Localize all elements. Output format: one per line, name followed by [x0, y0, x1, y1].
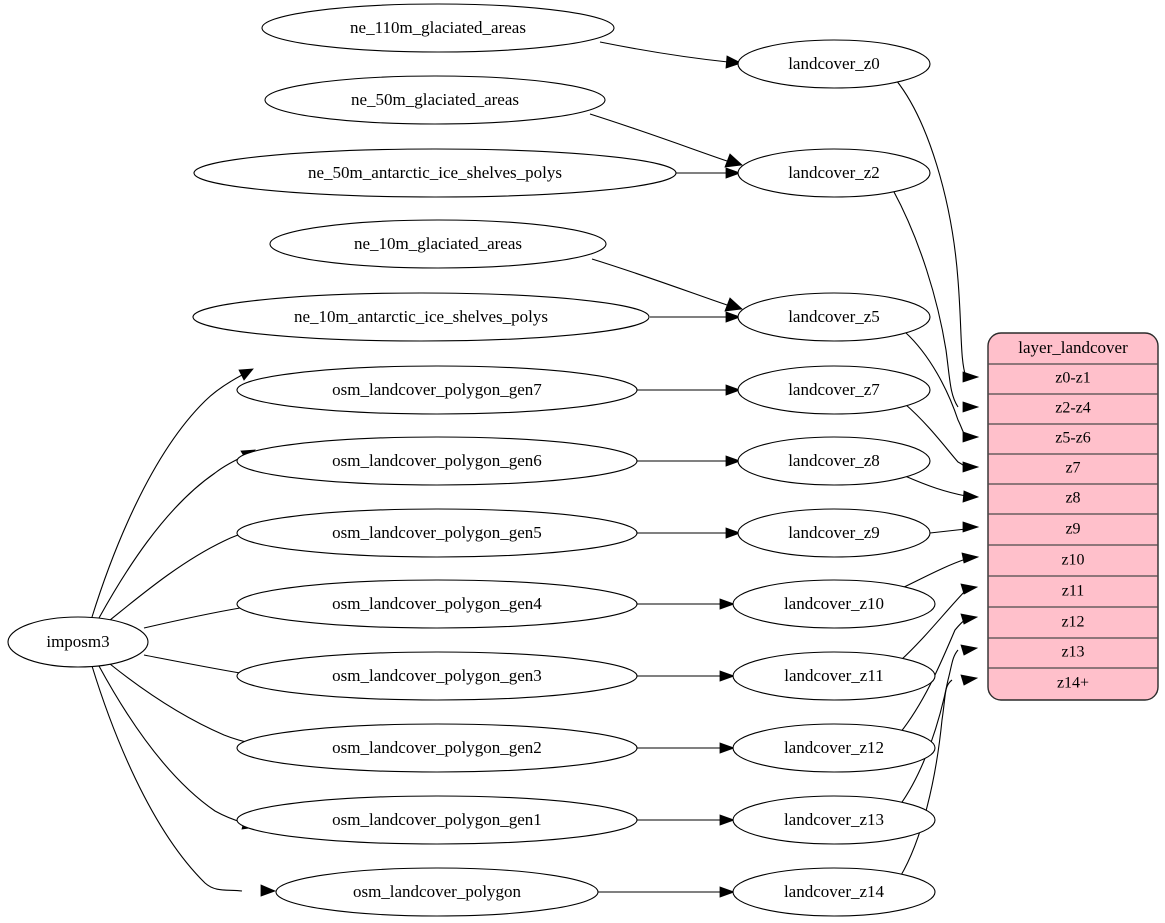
edge-arrowhead: [960, 644, 979, 656]
node-shape[interactable]: [275, 867, 599, 917]
node-landcover_z14[interactable]: landcover_z14: [732, 867, 936, 917]
node-landcover_z8[interactable]: landcover_z8: [737, 436, 931, 486]
edge-ne10mglac-to-z5: [591, 258, 728, 306]
edge-arrowhead: [725, 55, 743, 69]
node-shape[interactable]: [737, 365, 931, 415]
edge-ne110m-to-z0: [599, 41, 729, 63]
edge-arrowhead: [238, 368, 254, 381]
node-shape[interactable]: [737, 39, 931, 89]
node-osm_landcover_polygon_gen6[interactable]: osm_landcover_polygon_gen6: [236, 436, 638, 486]
node-ne_110m_glaciated_areas[interactable]: ne_110m_glaciated_areas: [261, 3, 615, 53]
node-ne_50m_glaciated_areas[interactable]: ne_50m_glaciated_areas: [264, 75, 606, 125]
node-shape[interactable]: [732, 867, 936, 917]
edge-z0-to-row-z0z1: [895, 79, 967, 378]
node-shape[interactable]: [269, 219, 607, 269]
edge-arrowhead: [719, 886, 736, 898]
table-background: [987, 332, 1159, 701]
node-landcover_z5[interactable]: landcover_z5: [737, 292, 931, 342]
node-shape[interactable]: [7, 616, 149, 668]
edge-imposm3-to-gen1: [98, 665, 245, 824]
node-shape[interactable]: [193, 148, 677, 198]
edge-arrowhead: [719, 598, 736, 610]
node-ne_10m_antarctic_ice_shelves_polys[interactable]: ne_10m_antarctic_ice_shelves_polys: [192, 292, 650, 342]
edge-arrowhead: [962, 401, 980, 413]
node-landcover_z13[interactable]: landcover_z13: [732, 795, 936, 845]
node-osm_landcover_polygon_gen5[interactable]: osm_landcover_polygon_gen5: [236, 508, 638, 558]
edge-arrowhead: [962, 371, 980, 383]
node-shape[interactable]: [264, 75, 606, 125]
edge-z9-to-row-z9: [929, 528, 967, 534]
layer-landcover-table[interactable]: layer_landcover z0-z1 z2-z4 z5-z6 z7 z8 …: [987, 332, 1159, 701]
edge-arrowhead: [725, 311, 742, 323]
edge-arrowhead: [960, 613, 979, 625]
edge-z8-to-row-z8: [904, 475, 967, 497]
edge-arrowhead: [962, 431, 980, 443]
node-osm_landcover_polygon_gen1[interactable]: osm_landcover_polygon_gen1: [236, 795, 638, 845]
edge-arrowhead: [725, 384, 742, 396]
edge-z12-to-row-z12: [899, 618, 967, 734]
edge-imposm3-to-gen2: [109, 663, 256, 745]
edge-arrowhead: [260, 884, 277, 897]
edge-imposm3-to-gen6: [98, 455, 245, 619]
node-shape[interactable]: [737, 508, 931, 558]
node-shape[interactable]: [236, 365, 638, 415]
node-osm_landcover_polygon_gen2[interactable]: osm_landcover_polygon_gen2: [236, 723, 638, 773]
node-shape[interactable]: [732, 579, 936, 629]
node-shape[interactable]: [737, 292, 931, 342]
osm-table-nodes: osm_landcover_polygon_gen7 osm_landcover…: [236, 365, 638, 917]
node-shape[interactable]: [732, 651, 936, 701]
edge-arrowhead: [724, 153, 743, 168]
node-osm_landcover_polygon_gen7[interactable]: osm_landcover_polygon_gen7: [236, 365, 638, 415]
node-landcover_z10[interactable]: landcover_z10: [732, 579, 936, 629]
node-shape[interactable]: [236, 508, 638, 558]
edge-arrowhead: [962, 521, 980, 533]
landcover-view-nodes: landcover_z0 landcover_z2 landcover_z5 l…: [732, 39, 936, 917]
node-ne_10m_glaciated_areas[interactable]: ne_10m_glaciated_areas: [269, 219, 607, 269]
node-shape[interactable]: [192, 292, 650, 342]
edge-arrowhead: [725, 455, 742, 467]
node-landcover_z9[interactable]: landcover_z9: [737, 508, 931, 558]
natural-earth-nodes: ne_110m_glaciated_areas ne_50m_glaciated…: [192, 3, 677, 342]
node-shape[interactable]: [236, 579, 638, 629]
node-shape[interactable]: [236, 723, 638, 773]
edge-arrowhead: [725, 167, 742, 179]
edge-arrowhead: [961, 552, 980, 564]
edge-arrowhead: [725, 527, 742, 539]
edge-arrowhead: [719, 670, 736, 682]
edge-z11-to-row-z11: [899, 589, 967, 662]
node-shape[interactable]: [261, 3, 615, 53]
edge-ne50mglac-to-z2: [589, 113, 728, 162]
node-landcover_z11[interactable]: landcover_z11: [732, 651, 936, 701]
node-shape[interactable]: [737, 436, 931, 486]
edge-arrowhead: [960, 583, 979, 595]
node-osm_landcover_polygon_gen3[interactable]: osm_landcover_polygon_gen3: [236, 651, 638, 701]
edge-imposm3-to-polygon: [91, 665, 243, 892]
node-landcover_z12[interactable]: landcover_z12: [732, 723, 936, 773]
node-shape[interactable]: [236, 651, 638, 701]
node-shape[interactable]: [236, 436, 638, 486]
edge-arrowhead: [719, 814, 736, 826]
node-shape[interactable]: [236, 795, 638, 845]
edge-arrowhead: [962, 461, 980, 473]
edge-arrowhead: [960, 674, 979, 686]
node-osm_landcover_polygon[interactable]: osm_landcover_polygon: [275, 867, 599, 917]
edge-z2-to-row-z2z4: [892, 189, 959, 408]
edge-z10-to-row-z10: [899, 558, 967, 590]
edge-arrowhead: [719, 742, 736, 754]
node-shape[interactable]: [732, 795, 936, 845]
edge-z14-to-row-z14plus: [899, 679, 953, 878]
node-osm_landcover_polygon_gen4[interactable]: osm_landcover_polygon_gen4: [236, 579, 638, 629]
node-landcover_z7[interactable]: landcover_z7: [737, 365, 931, 415]
node-imposm3[interactable]: imposm3: [7, 616, 149, 668]
edge-arrowhead: [724, 297, 743, 312]
node-shape[interactable]: [732, 723, 936, 773]
node-shape[interactable]: [737, 148, 931, 198]
edge-imposm3-to-gen7: [91, 374, 243, 618]
edge-arrowhead: [962, 490, 980, 503]
node-landcover_z2[interactable]: landcover_z2: [737, 148, 931, 198]
node-landcover_z0[interactable]: landcover_z0: [737, 39, 931, 89]
node-ne_50m_antarctic_ice_shelves_polys[interactable]: ne_50m_antarctic_ice_shelves_polys: [193, 148, 677, 198]
